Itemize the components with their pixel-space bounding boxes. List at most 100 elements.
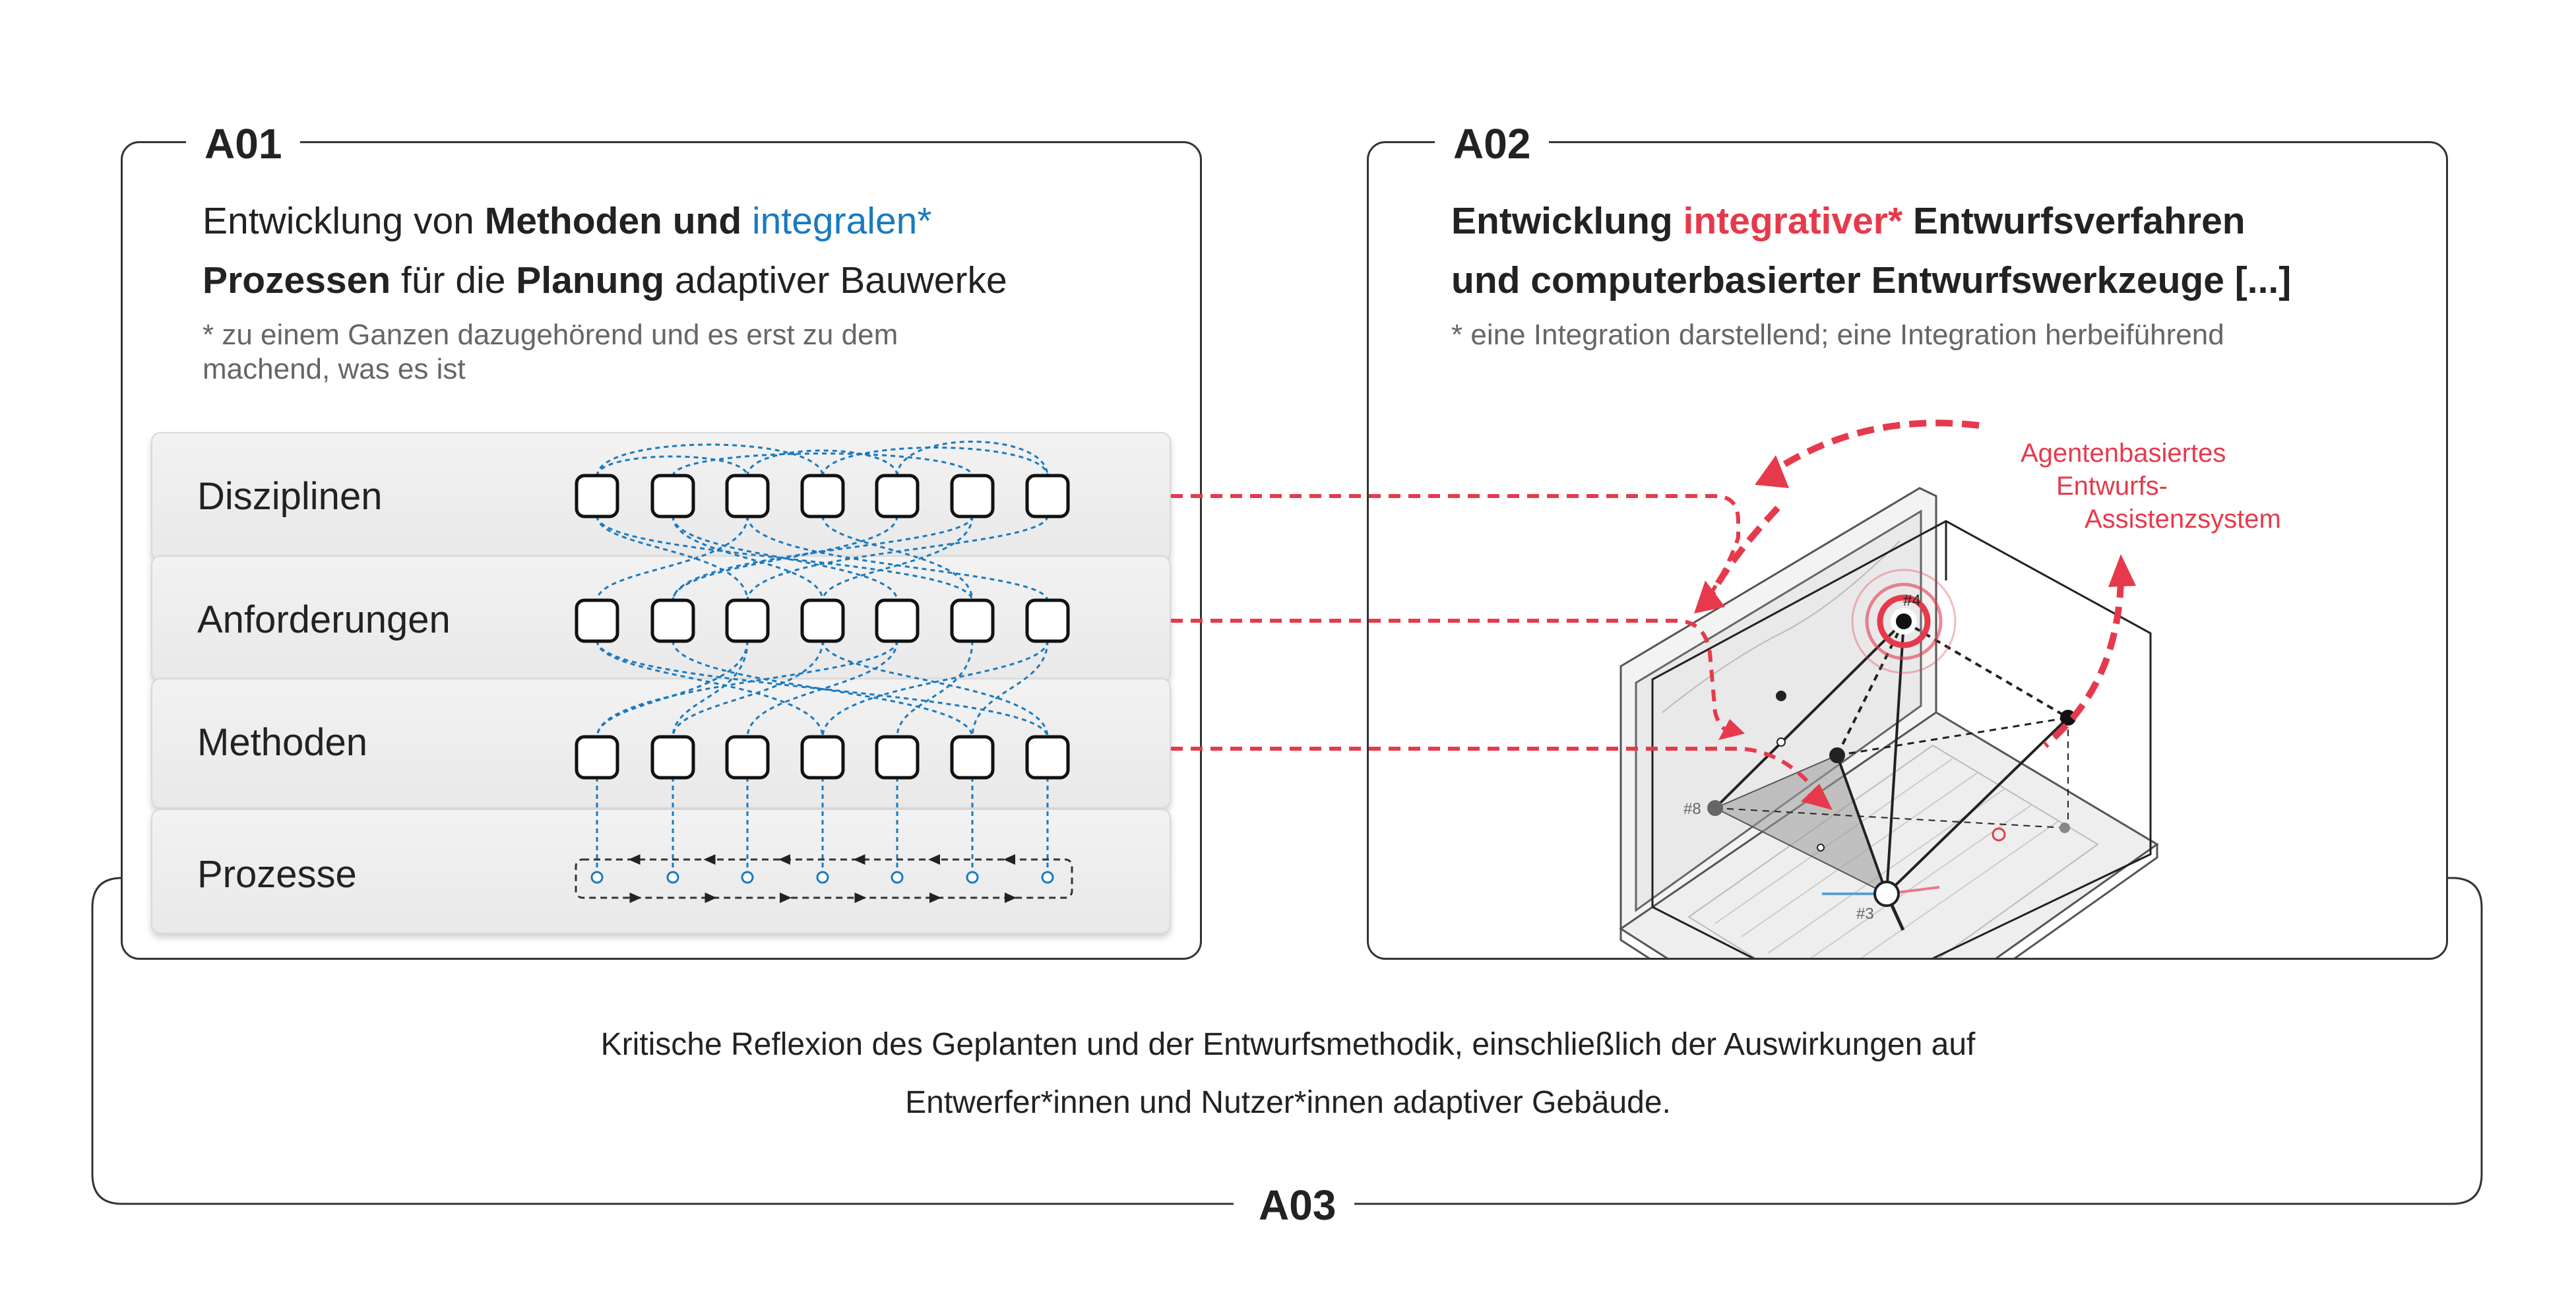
dependency-link (596, 515, 974, 602)
node (1829, 747, 1845, 763)
layer-label: Disziplinen (197, 475, 383, 518)
process-node (741, 871, 754, 884)
node-3 (1873, 881, 1900, 907)
process-node (891, 871, 904, 884)
anforderung-node (800, 598, 845, 643)
node-small (1992, 827, 2006, 842)
a02-note: * eine Integration darstellend; eine Int… (1451, 319, 2224, 351)
flow-arrow-left (1003, 854, 1015, 865)
node-label: #3 (1856, 905, 1874, 923)
a01-note-line: machend, was es ist (203, 353, 466, 385)
a01-title-part: für die (391, 259, 517, 301)
anforderung-node (1025, 598, 1070, 643)
process-node (590, 871, 604, 884)
a01-note-line: * zu einem Ganzen dazugehörend und es er… (203, 319, 898, 351)
methode-node (650, 735, 695, 780)
dependency-link (672, 453, 974, 477)
a02-title-bold: Entwicklung (1451, 200, 1673, 242)
anforderung-node (875, 598, 920, 643)
methode-node (800, 735, 845, 780)
dependency-link (896, 441, 1049, 477)
layer-label: Anforderungen (197, 598, 451, 641)
disziplin-node (650, 474, 695, 518)
a01-title-bold: Prozessen (203, 259, 391, 301)
flow-arrow-left (703, 854, 716, 865)
dependency-link (672, 640, 824, 738)
flow-arrow-right (629, 892, 642, 903)
target-rings-icon (1851, 569, 1957, 674)
disziplin-node (725, 474, 770, 518)
process-node (966, 871, 979, 884)
arrowheads (1694, 455, 2136, 613)
process-node (1041, 871, 1054, 884)
a02-title-accent: integrativer* (1683, 200, 1903, 242)
node-4 (1896, 613, 1912, 629)
a01-title-bold: Planung (516, 259, 665, 301)
flow-arrow-left (853, 854, 865, 865)
disziplin-node (575, 474, 619, 518)
a02-title-bold: und computerbasierter Entwurfswerkzeuge … (1451, 259, 2292, 301)
node-label: #4 (1903, 592, 1921, 610)
a02-title: Entwicklung integrativer* Entwurfsverfah… (1451, 191, 2428, 310)
flow-arrow-left (628, 854, 641, 865)
dependency-link (672, 515, 824, 602)
node-label: #8 (1683, 800, 1701, 818)
disziplin-node (950, 474, 995, 518)
flow-arrow-right (1005, 892, 1017, 903)
dependency-link (746, 515, 1049, 602)
node-8 (1707, 800, 1723, 816)
flow-arrow-right (854, 892, 867, 903)
dependency-link (596, 640, 824, 738)
connector-anforderungen (1171, 619, 1730, 734)
graph-nodes (1707, 613, 2076, 907)
anforderung-node (575, 598, 619, 643)
a01-note: * zu einem Ganzen dazugehörend und es er… (203, 318, 1159, 387)
a03-text-line: Kritische Reflexion des Geplanten und de… (600, 1027, 1976, 1062)
dependency-link (672, 515, 974, 602)
process-node (666, 871, 679, 884)
a03-text-line: Entwerfer*innen und Nutzer*innen adaptiv… (905, 1085, 1671, 1120)
methode-node (1025, 735, 1070, 780)
dependency-link (596, 455, 749, 477)
disziplin-node (1025, 474, 1070, 518)
a01-title: Entwicklung von Methoden und integralen*… (203, 191, 1179, 310)
methode-node (725, 735, 770, 780)
node-small (1776, 737, 1786, 747)
dependency-link (596, 515, 749, 602)
flow-arrow-left (778, 854, 790, 865)
agent-label: Agentenbasiertes Entwurfs- Assistenzsyst… (2021, 439, 2281, 534)
node-small (1776, 691, 1786, 701)
flow-arrow-left (928, 854, 940, 865)
methode-node (575, 735, 619, 780)
dependency-link (821, 447, 1049, 477)
flow-arrow-right (705, 892, 717, 903)
dependency-link (672, 640, 749, 738)
a01-title-part: Entwicklung von (203, 200, 485, 242)
node-small (2059, 823, 2070, 833)
methode-node (950, 735, 995, 780)
prozess-bar (575, 858, 1073, 899)
wireframe-box (1651, 520, 2152, 958)
a02-tag: A02 (1435, 123, 1550, 165)
connector-methoden (1171, 747, 1813, 787)
anforderung-node (650, 598, 695, 643)
a01-title-part: adaptiver Bauwerke (664, 259, 1007, 301)
dependency-link (672, 515, 898, 602)
flow-arrow-right (780, 892, 792, 903)
agent-cycle-arrows (1705, 420, 2124, 748)
a01-title-accent: integralen* (752, 200, 932, 242)
dependency-link (596, 640, 1049, 738)
layer-label: Methoden (197, 721, 367, 764)
dependency-link (746, 515, 1049, 602)
node-small (1817, 844, 1825, 852)
a03-tag: A03 (1240, 1184, 1355, 1226)
layer-label: Prozesse (197, 853, 357, 896)
dependency-link (596, 443, 824, 477)
dependency-link (971, 640, 1049, 738)
process-node (816, 871, 829, 884)
connector-arrowheads (1718, 719, 1833, 810)
